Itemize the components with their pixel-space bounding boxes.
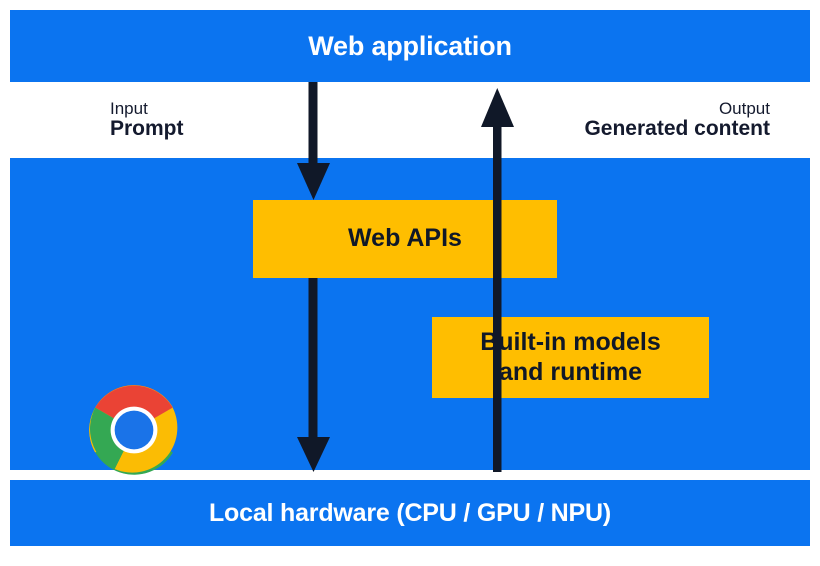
box-web-apis: Web APIs: [253, 200, 557, 278]
io-input-kind: Input: [110, 99, 148, 118]
box-builtin-models-line1: Built-in models: [480, 328, 661, 356]
band-web-application-label: Web application: [308, 30, 512, 61]
box-builtin-models: Built-in models and runtime: [432, 317, 709, 398]
io-output-value: Generated content: [584, 117, 770, 141]
io-input-value: Prompt: [110, 117, 184, 141]
io-label-input: Input Prompt: [110, 99, 184, 141]
band-web-application: Web application: [10, 10, 810, 82]
box-builtin-models-line2: and runtime: [498, 357, 643, 386]
box-builtin-models-label: Built-in models and runtime: [480, 328, 661, 387]
io-output-kind: Output: [718, 99, 770, 118]
io-label-output: Output Generated content: [584, 99, 770, 141]
band-local-hardware-label: Local hardware (CPU / GPU / NPU): [208, 498, 611, 527]
band-local-hardware: Local hardware (CPU / GPU / NPU): [10, 480, 810, 546]
box-web-apis-label: Web APIs: [348, 224, 462, 253]
chrome-logo-icon: [89, 385, 178, 475]
